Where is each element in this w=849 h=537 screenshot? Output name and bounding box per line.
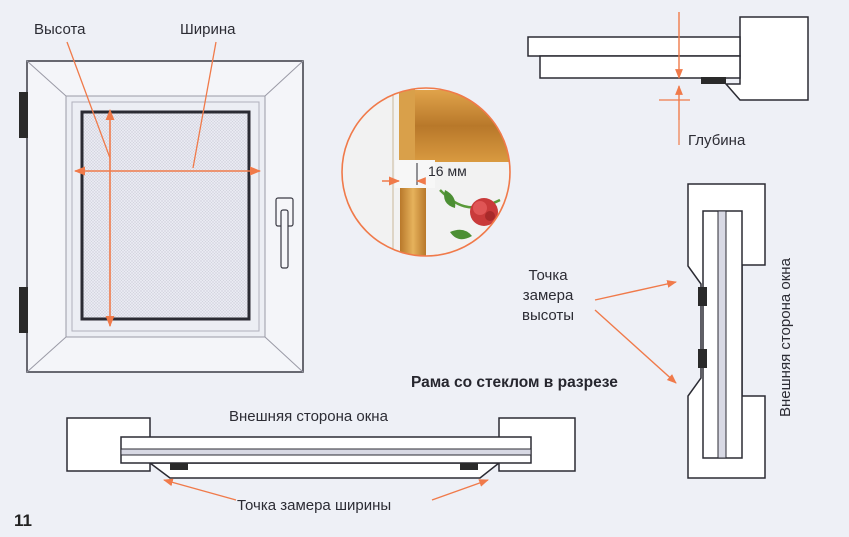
window-front-view [19,41,304,373]
outer-side-horizontal-label: Внешняя сторона окна [229,408,388,425]
zoom-circle [341,87,511,257]
height-point-line-2: замера [522,287,574,304]
height-point-line-1: Точка [528,267,568,284]
page-number: 11 [14,511,32,530]
mm16-label: 16 мм [428,163,467,179]
height-point-line-3: высоты [522,307,575,324]
depth-section [527,12,809,145]
hinge-bottom [19,287,28,333]
height-point-label: Точка замера высоты [522,266,574,326]
horizontal-section [66,417,576,501]
width-label: Ширина [180,21,236,38]
width-point-label: Точка замера ширины [237,497,392,514]
section-title: Рама со стеклом в разрезе [411,374,618,391]
outer-side-vertical-label: Внешняя сторона окна [777,258,794,417]
depth-label: Глубина [688,132,746,149]
window-handle-icon [275,197,294,269]
vertical-section [594,183,766,479]
hinge-top [19,92,28,138]
height-label: Высота [34,21,86,38]
rose-icon [470,198,498,226]
